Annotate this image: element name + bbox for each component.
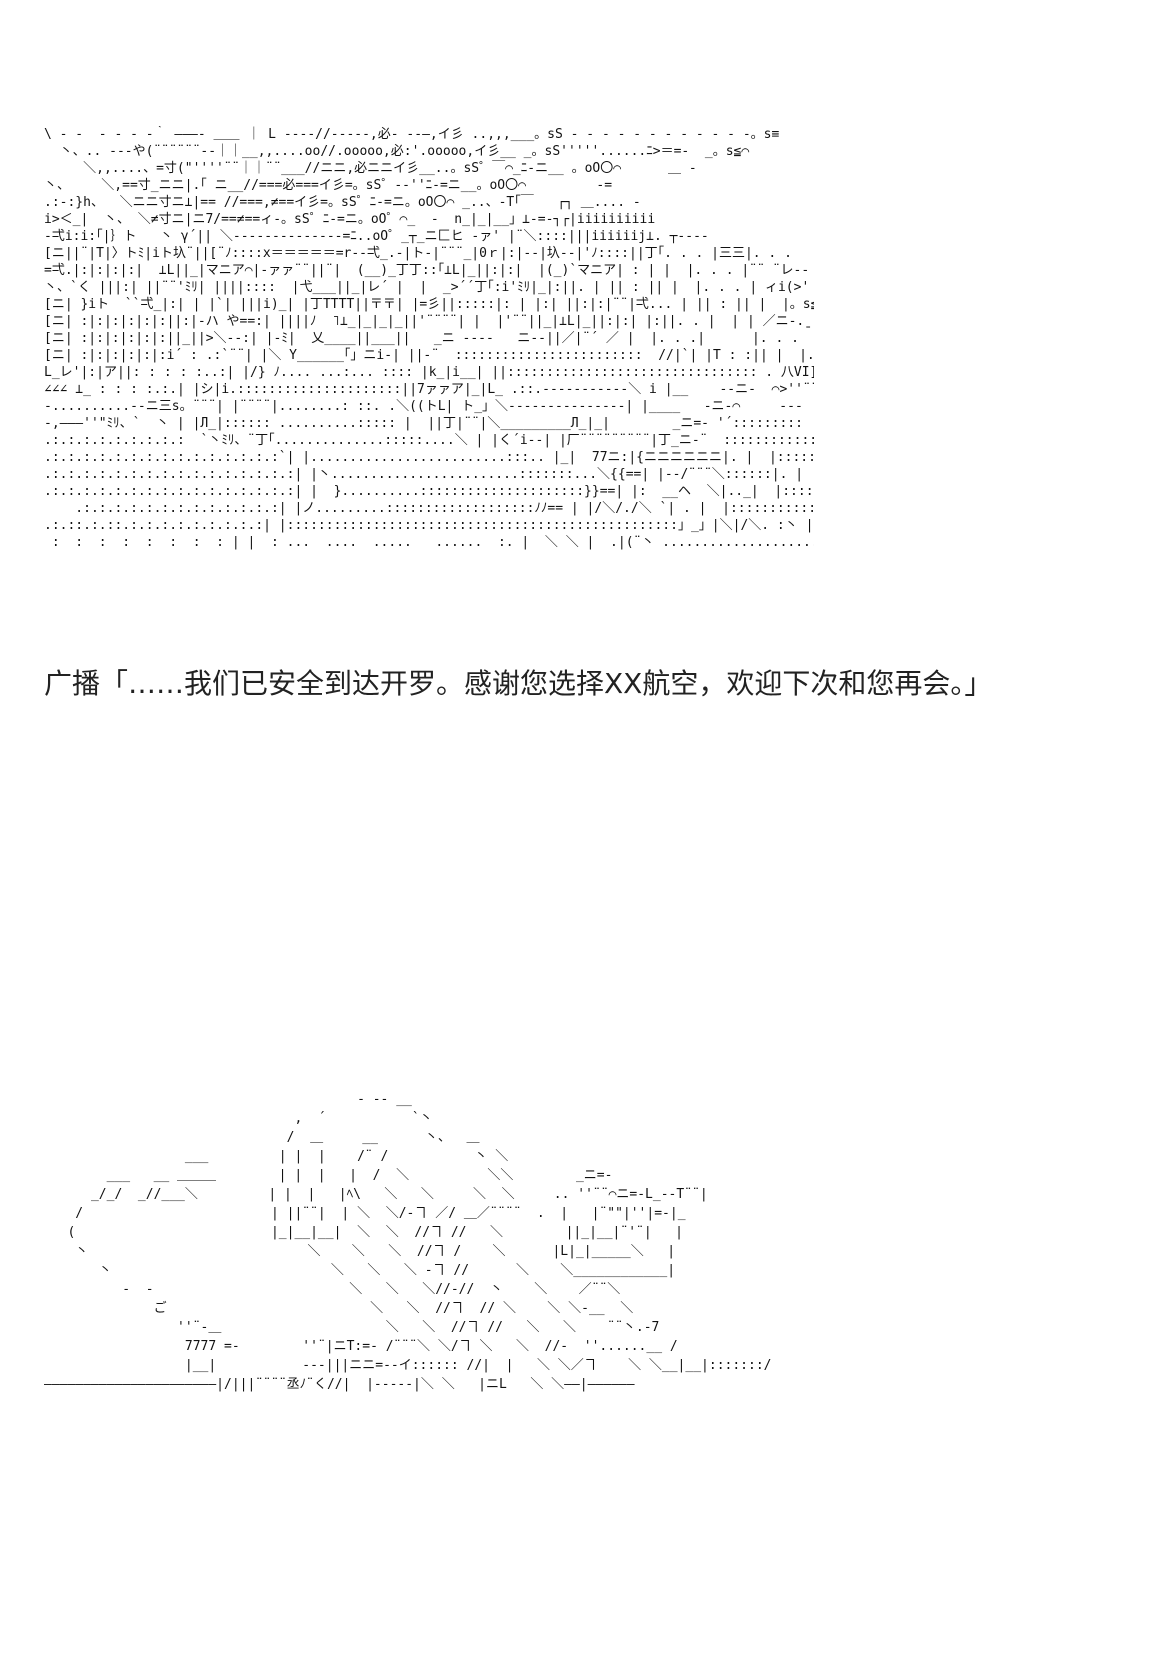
ascii-art-airport-scene: \ ‐ ‐ ‐ ‐ ‐ ‐｀ ―――‐ ＿＿ ｜ L ‐‐‐‐//‐‐‐‐‐,必… <box>44 126 814 656</box>
ascii-art-line: 丶、 ＼,==寸_ニニ|.｢ ニ__//===必===イ彡=。sS゜‐‐''ﾆ‐… <box>44 178 613 193</box>
ascii-art-line: [ニ| :|:|:|:|:|:||:|‐ハ や==:| ||||ﾉ ˥⊥_|_|… <box>44 314 813 329</box>
ascii-art-line: ＼,,....、=寸("''''¨¨｜｜¨¨___//ニニ,必ニニイ彡__..。… <box>44 161 697 176</box>
ascii-art-line: |__| ‐‐‐|||ニニ=‐‐イ:::::: //| | ＼ ＼／ヿ ＼ ＼_… <box>44 1358 772 1373</box>
ascii-art-line: ご ＼ ＼ //ヿ // ＼ ＼ ＼‐__ ＼ <box>44 1301 634 1316</box>
ascii-art-line: : : : : : : : : | | : ... .... ..... ...… <box>44 535 814 550</box>
ascii-art-line: ‐ ‐ ＼ ＼ ＼//‐// 丶 ＼ ／¨¨＼ <box>44 1282 621 1297</box>
ascii-art-line: .:.::.:.::.:.:.:.:.:.:.:.:.:| |:::::::::… <box>44 518 814 533</box>
ascii-art-line: ''¨‐＿ ＼ ＼ //ヿ // ＼ ＼ ¨¨丶.‐7 <box>44 1320 660 1335</box>
ascii-art-line: 丶、`く |||:| ||¨¨'ﾐﾘ| ||||:::: |弋___||_|レ´… <box>44 280 810 295</box>
ascii-art-line: ‐,―――''"ﾐﾘ、` 丶 | |Л_|:::::: ..........::… <box>44 416 803 431</box>
ascii-art-line: [ニ| }iト ``弌_|:| | |`| |||i)_| |丁TTTT||〒〒… <box>44 297 814 312</box>
ascii-art-line: -弌i:i:｢|｝ト 丶 γ´|| ＼‐‐‐‐‐‐‐‐‐‐‐‐‐‐=ﾆ..oO゜… <box>44 229 709 244</box>
announcement-caption: 广播「……我们已安全到达开罗。感谢您选择XX航空，欢迎下次和您再会。」 <box>44 667 993 700</box>
ascii-art-line: 丶、.. ‐‐‐や(¨¨¨¨¨¨‐‐｜｜__,,....oo//.ooooo,必… <box>44 144 750 159</box>
ascii-art-line: , ´ `丶 <box>44 1111 433 1126</box>
ascii-art-line: _/_/ _//___＼ | | | |ﾍ\ ＼ ＼ ＼ ＼ .. ''¨¨⌒ニ… <box>44 1187 708 1202</box>
ascii-art-line: ――――――――――――――――――――――|/|||¨¨¨¨丞ﾉ¨く//| |… <box>44 1377 635 1392</box>
ascii-art-line: ‐..........‐‐ニ三s。¨¨¨| |¨¨¨¨|........: ::… <box>44 399 803 414</box>
ascii-art-line: / ＿ __ 丶、 ＿ <box>44 1130 480 1145</box>
ascii-art-line: / | ||¨¨| | ＼ ＼/‐ヿ ／/ ＿／¨¨¨¨ . | |¨""|''… <box>44 1206 686 1221</box>
ascii-art-line: 丶 ＼ ＼ ＼ ‐ヿ // ＼ ＼____________| <box>44 1263 676 1278</box>
ascii-art-line: ( |_|__|__| ＼ ＼ //ヿ // ＼ ||_|__|¨'¨| | <box>44 1225 683 1240</box>
ascii-art-line: .:.:.:.:.:.:.:.:.: `丶ﾐﾘ、¨丁｢.............… <box>44 433 814 448</box>
ascii-art-line: .:.:.:.:.:.:.:.:.:.:.:.:.:.:.:`| |......… <box>44 450 814 465</box>
ascii-art-line: .:.:.:.:.:.:.:.:.:.:.:.:.:| |ノ.........:… <box>75 501 814 516</box>
ascii-art-line: i>＜_| 丶、 ＼≠寸ニ|ニ7/==≠==ィ-。sS゜ﾆ‐=ニ。oO゜⌒_ ‐… <box>44 212 656 227</box>
ascii-art-line: .:‐:}h、 ＼ニニ寸ニ⊥|== //===,≠==イ彡=。sS゜ﾆ‐=ニ。o… <box>44 195 641 210</box>
ascii-art-line: L_レ'|:|ア||: : : : :..:| |/} ﾉ.... ...:..… <box>44 365 814 380</box>
ascii-art-line: ∠∠∠ ⊥_ : : : :.:.| |シ|i.::::::::::::::::… <box>44 382 814 397</box>
ascii-art-line: ___ __ ＿＿＿ | | | | / ＼ ＼＼ _ニ=‐ <box>44 1168 613 1183</box>
ascii-art-line: \ ‐ ‐ ‐ ‐ ‐ ‐｀ ―――‐ ＿＿ ｜ L ‐‐‐‐//‐‐‐‐‐,必… <box>44 127 780 142</box>
ascii-art-line: 7777 =‐ ''¨|ニT:=‐ /¨¨¨＼ ＼/ヿ ＼ ＼ //‐ ''..… <box>44 1339 678 1354</box>
ascii-art-line: [ニ| :|:|:|:|:|:i´ : .:`¨¨| |＼ Y______｢」ニ… <box>44 348 814 363</box>
ascii-art-airplane: ‐ ‐‐ __ , ´ `丶 / ＿ __ 丶、 ＿ ___ | | | /¨ … <box>44 1090 944 1460</box>
ascii-art-line: .:.:.:.:.:.:.:.:.:.:.:.:.:.:.:.:| |丶....… <box>44 467 804 482</box>
ascii-art-line: .:.:.:.:.:.:.:.:.:.:.:.:.:.:.:.:| | }...… <box>44 484 814 499</box>
ascii-art-line: [ニ| :|:|:|:|:|:||_||>＼‐‐:| |‐ﾐ| 乂____||_… <box>44 331 799 346</box>
ascii-art-line: ___ | | | /¨ / 丶 ＼ <box>44 1149 509 1164</box>
ascii-art-line: [ニ||¨|T|〉トﾐ|iト圦¨||[¨ﾉ::::x＝＝＝＝＝=r‐‐弌_.‐|… <box>44 246 792 261</box>
ascii-art-line: 丶 ＼ ＼ ＼ //ヿ / ＼ |L|_|_____＼ | <box>44 1244 676 1259</box>
ascii-art-line: =弌.|:|:|:|:| ⊥L||_|マニア⌒|‐ァァ¨¨||¨| (__)_丁… <box>44 263 810 278</box>
ascii-art-line: ‐ ‐‐ __ <box>44 1092 412 1107</box>
